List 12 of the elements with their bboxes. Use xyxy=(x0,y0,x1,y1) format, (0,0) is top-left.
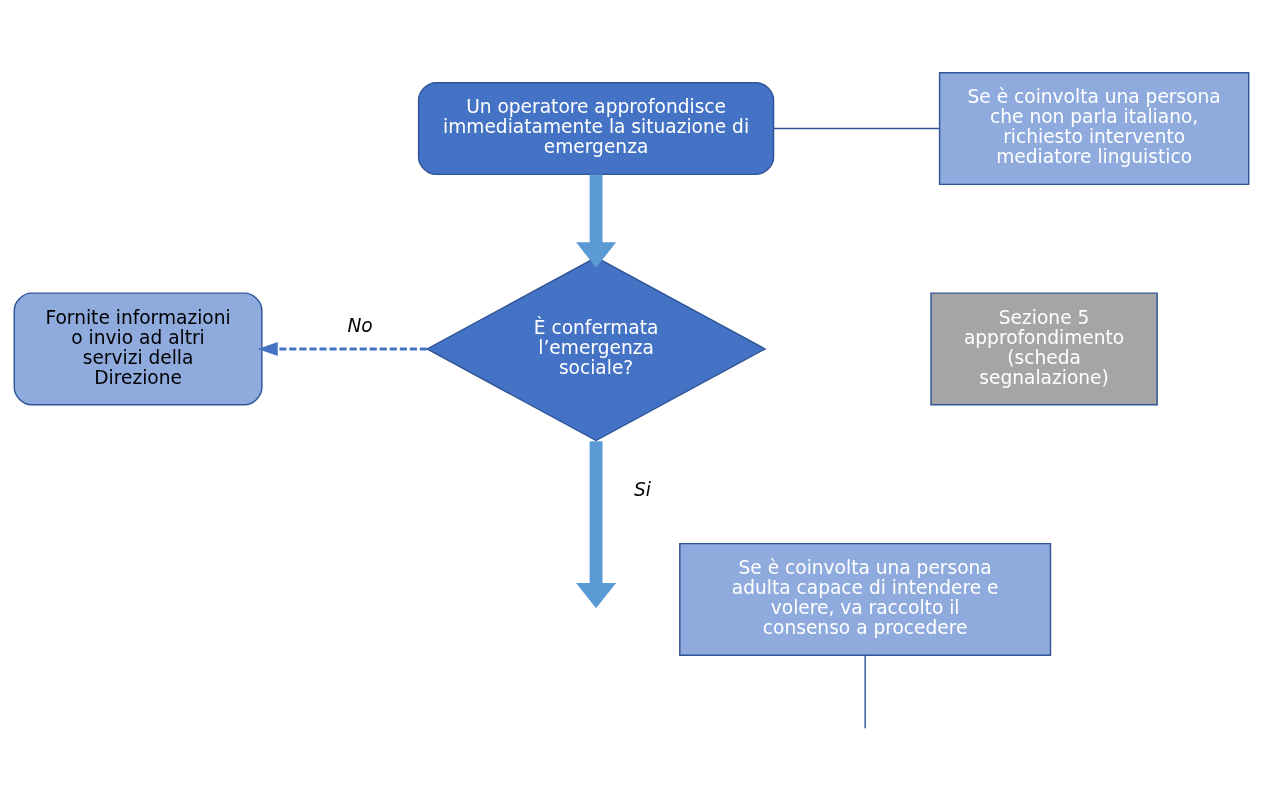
arrow xyxy=(257,341,427,356)
node-box: Se è coinvolta una persona adulta capace di intendere e volere, va raccolto il consenso a procedere xyxy=(679,542,1052,656)
node-box: Un operatore approfondisce immediatamente la situazione di emergenza xyxy=(417,81,775,175)
edge-label: Si xyxy=(634,478,651,500)
connector xyxy=(772,127,941,129)
arrow xyxy=(576,440,617,608)
node-box: Se è coinvolta una persona che non parla italiano, richiesto intervento mediatore linguistico xyxy=(938,71,1250,185)
connector xyxy=(864,654,866,729)
node-box: Fornite informazioni o invio ad altri servizi della Direzione xyxy=(13,291,263,405)
arrow xyxy=(576,174,617,268)
node-box: Sezione 5 approfondimento (scheda segnalazione) xyxy=(930,291,1158,405)
edge-label: No xyxy=(347,314,373,336)
